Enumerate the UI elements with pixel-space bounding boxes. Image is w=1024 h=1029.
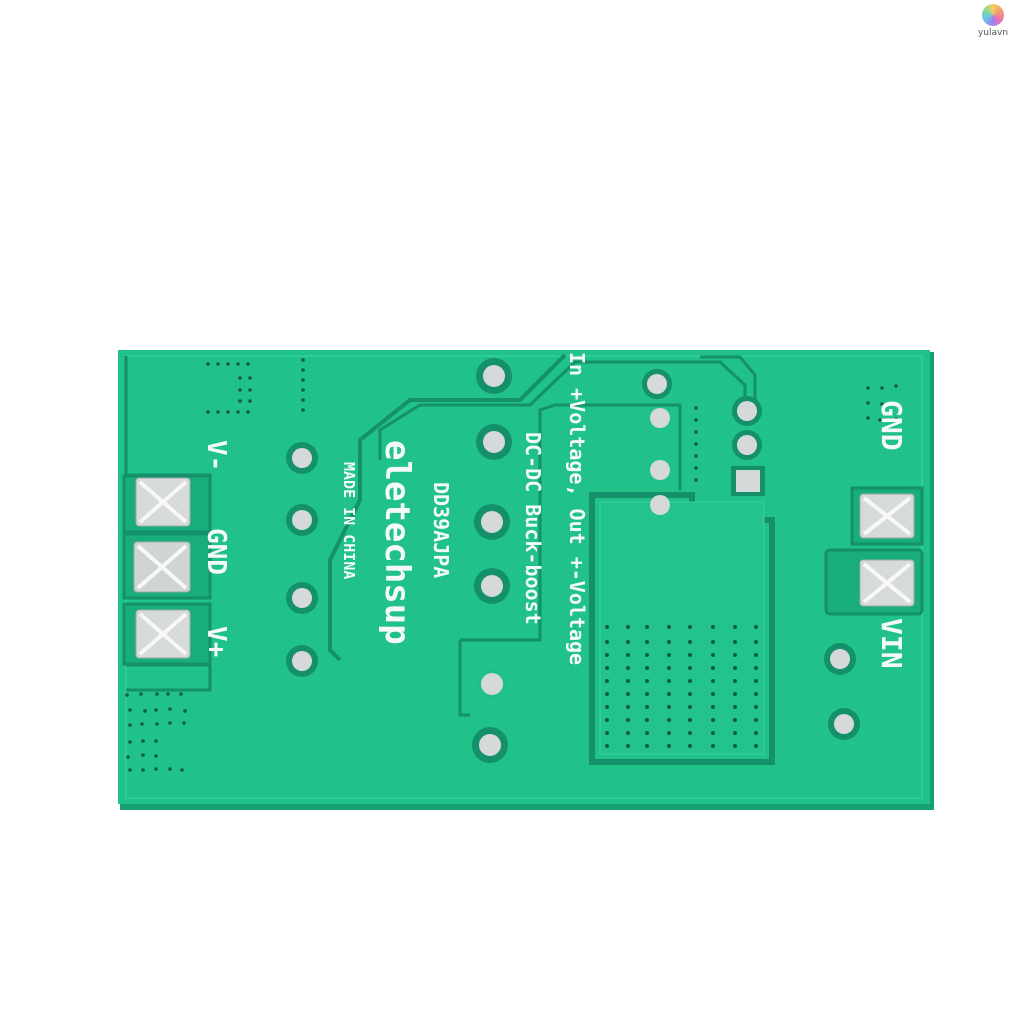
chameleon-logo-icon	[982, 4, 1004, 26]
label-function: DC-DC Buck-boost	[521, 432, 545, 625]
pcb-board	[118, 350, 930, 804]
label-description: In +Voltage, Out +-Voltage	[565, 352, 589, 665]
label-origin: MADE IN CHINA	[340, 462, 358, 579]
input-terminal-pads	[824, 486, 924, 616]
label-vin: VIN	[875, 618, 908, 669]
via-cluster	[125, 358, 898, 772]
label-model: DD39AJPA	[429, 482, 453, 578]
watermark-brand: yulavn	[977, 28, 1009, 38]
watermark: yulavn	[968, 4, 1018, 38]
output-terminal-pads	[122, 474, 212, 666]
label-brand: eletechsup	[377, 440, 417, 645]
label-v-plus: V+	[201, 626, 231, 657]
label-gnd-in: GND	[875, 400, 908, 451]
label-v-minus: V-	[201, 440, 231, 471]
copper-pour-outline	[589, 492, 775, 765]
through-hole-pads	[286, 358, 860, 763]
via-grid	[605, 625, 758, 748]
label-gnd-out: GND	[201, 528, 231, 575]
